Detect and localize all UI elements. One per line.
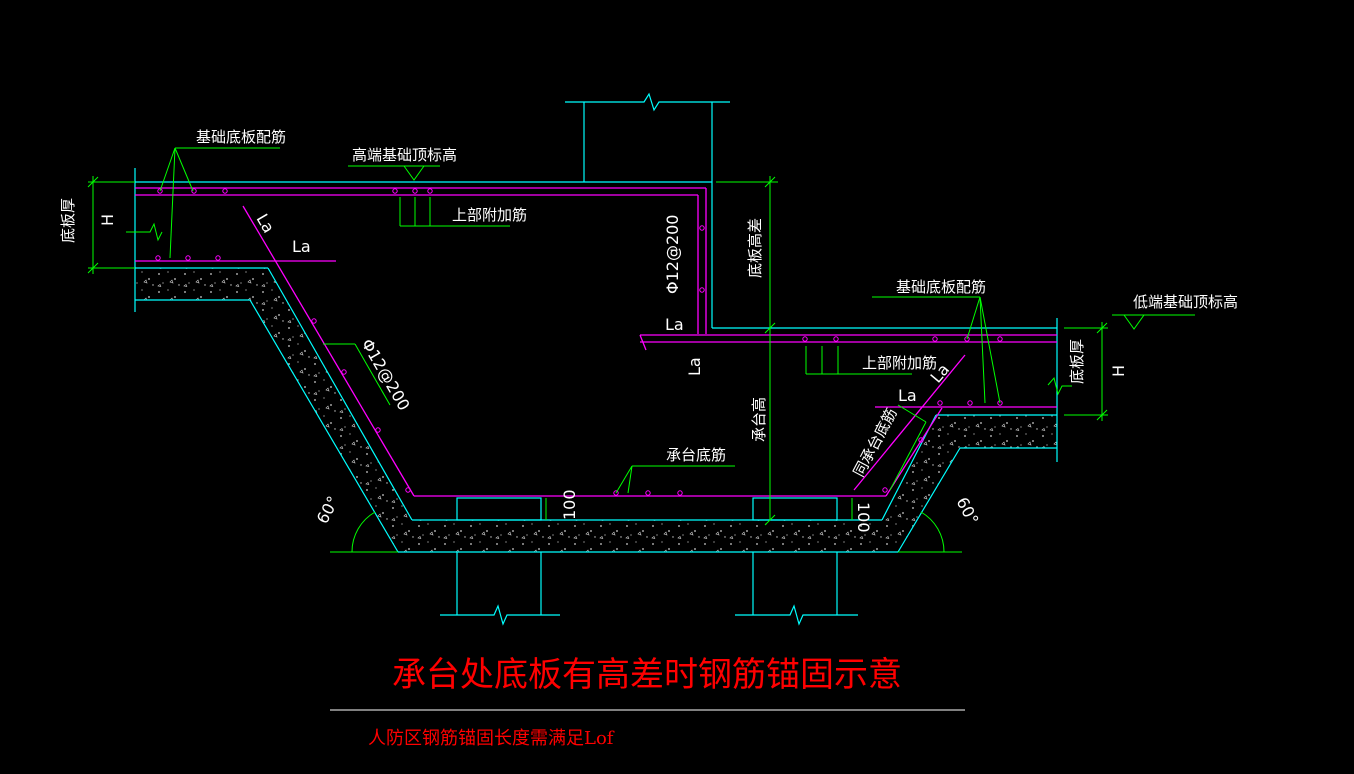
label-angle-right: 60° [952,494,982,528]
labels: 基础底板配筋 高端基础顶标高 上部附加筋 底板厚 H La La Φ12@200… [59,128,1238,533]
label-la-mid: La [665,315,684,334]
label-elev-diff: 底板高差 [746,218,764,278]
label-base-rebar-left: 基础底板配筋 [196,128,286,146]
label-upper-add-rebar-left: 上部附加筋 [452,206,527,224]
concrete-bed [135,268,1057,552]
rebar-dots [155,188,1003,496]
label-la-mid-vertical: La [685,357,704,376]
label-cap-height: 承台高 [750,397,768,442]
label-upper-add-rebar-right: 上部附加筋 [862,354,937,372]
label-rebar-spec-vertical: Φ12@200 [663,215,682,295]
label-h-right: H [1109,365,1128,377]
dimension-lines [87,147,1195,553]
label-h-left: H [98,214,117,226]
label-cover-left: 100 [560,489,579,520]
label-la-right: La [898,386,917,405]
label-angle-left: 60° [313,493,343,527]
label-rebar-spec-slope: Φ12@200 [358,336,414,414]
label-base-rebar-right: 基础底板配筋 [896,278,986,296]
label-slab-thick-left: 底板厚 [59,198,77,243]
label-la-left: La [292,237,311,256]
label-slab-thick-right: 底板厚 [1068,339,1086,384]
label-cover-right: 100 [854,502,873,533]
drawing-title: 承台处底板有高差时钢筋锚固示意 [392,655,902,695]
label-high-top-elev: 高端基础顶标高 [352,146,457,164]
label-low-top-elev: 低端基础顶标高 [1133,293,1238,311]
drawing-note: 人防区钢筋锚固长度需满足Lof [368,728,615,749]
label-cap-bottom-rebar: 承台底筋 [666,446,726,464]
label-la-top-left: La [253,211,279,237]
